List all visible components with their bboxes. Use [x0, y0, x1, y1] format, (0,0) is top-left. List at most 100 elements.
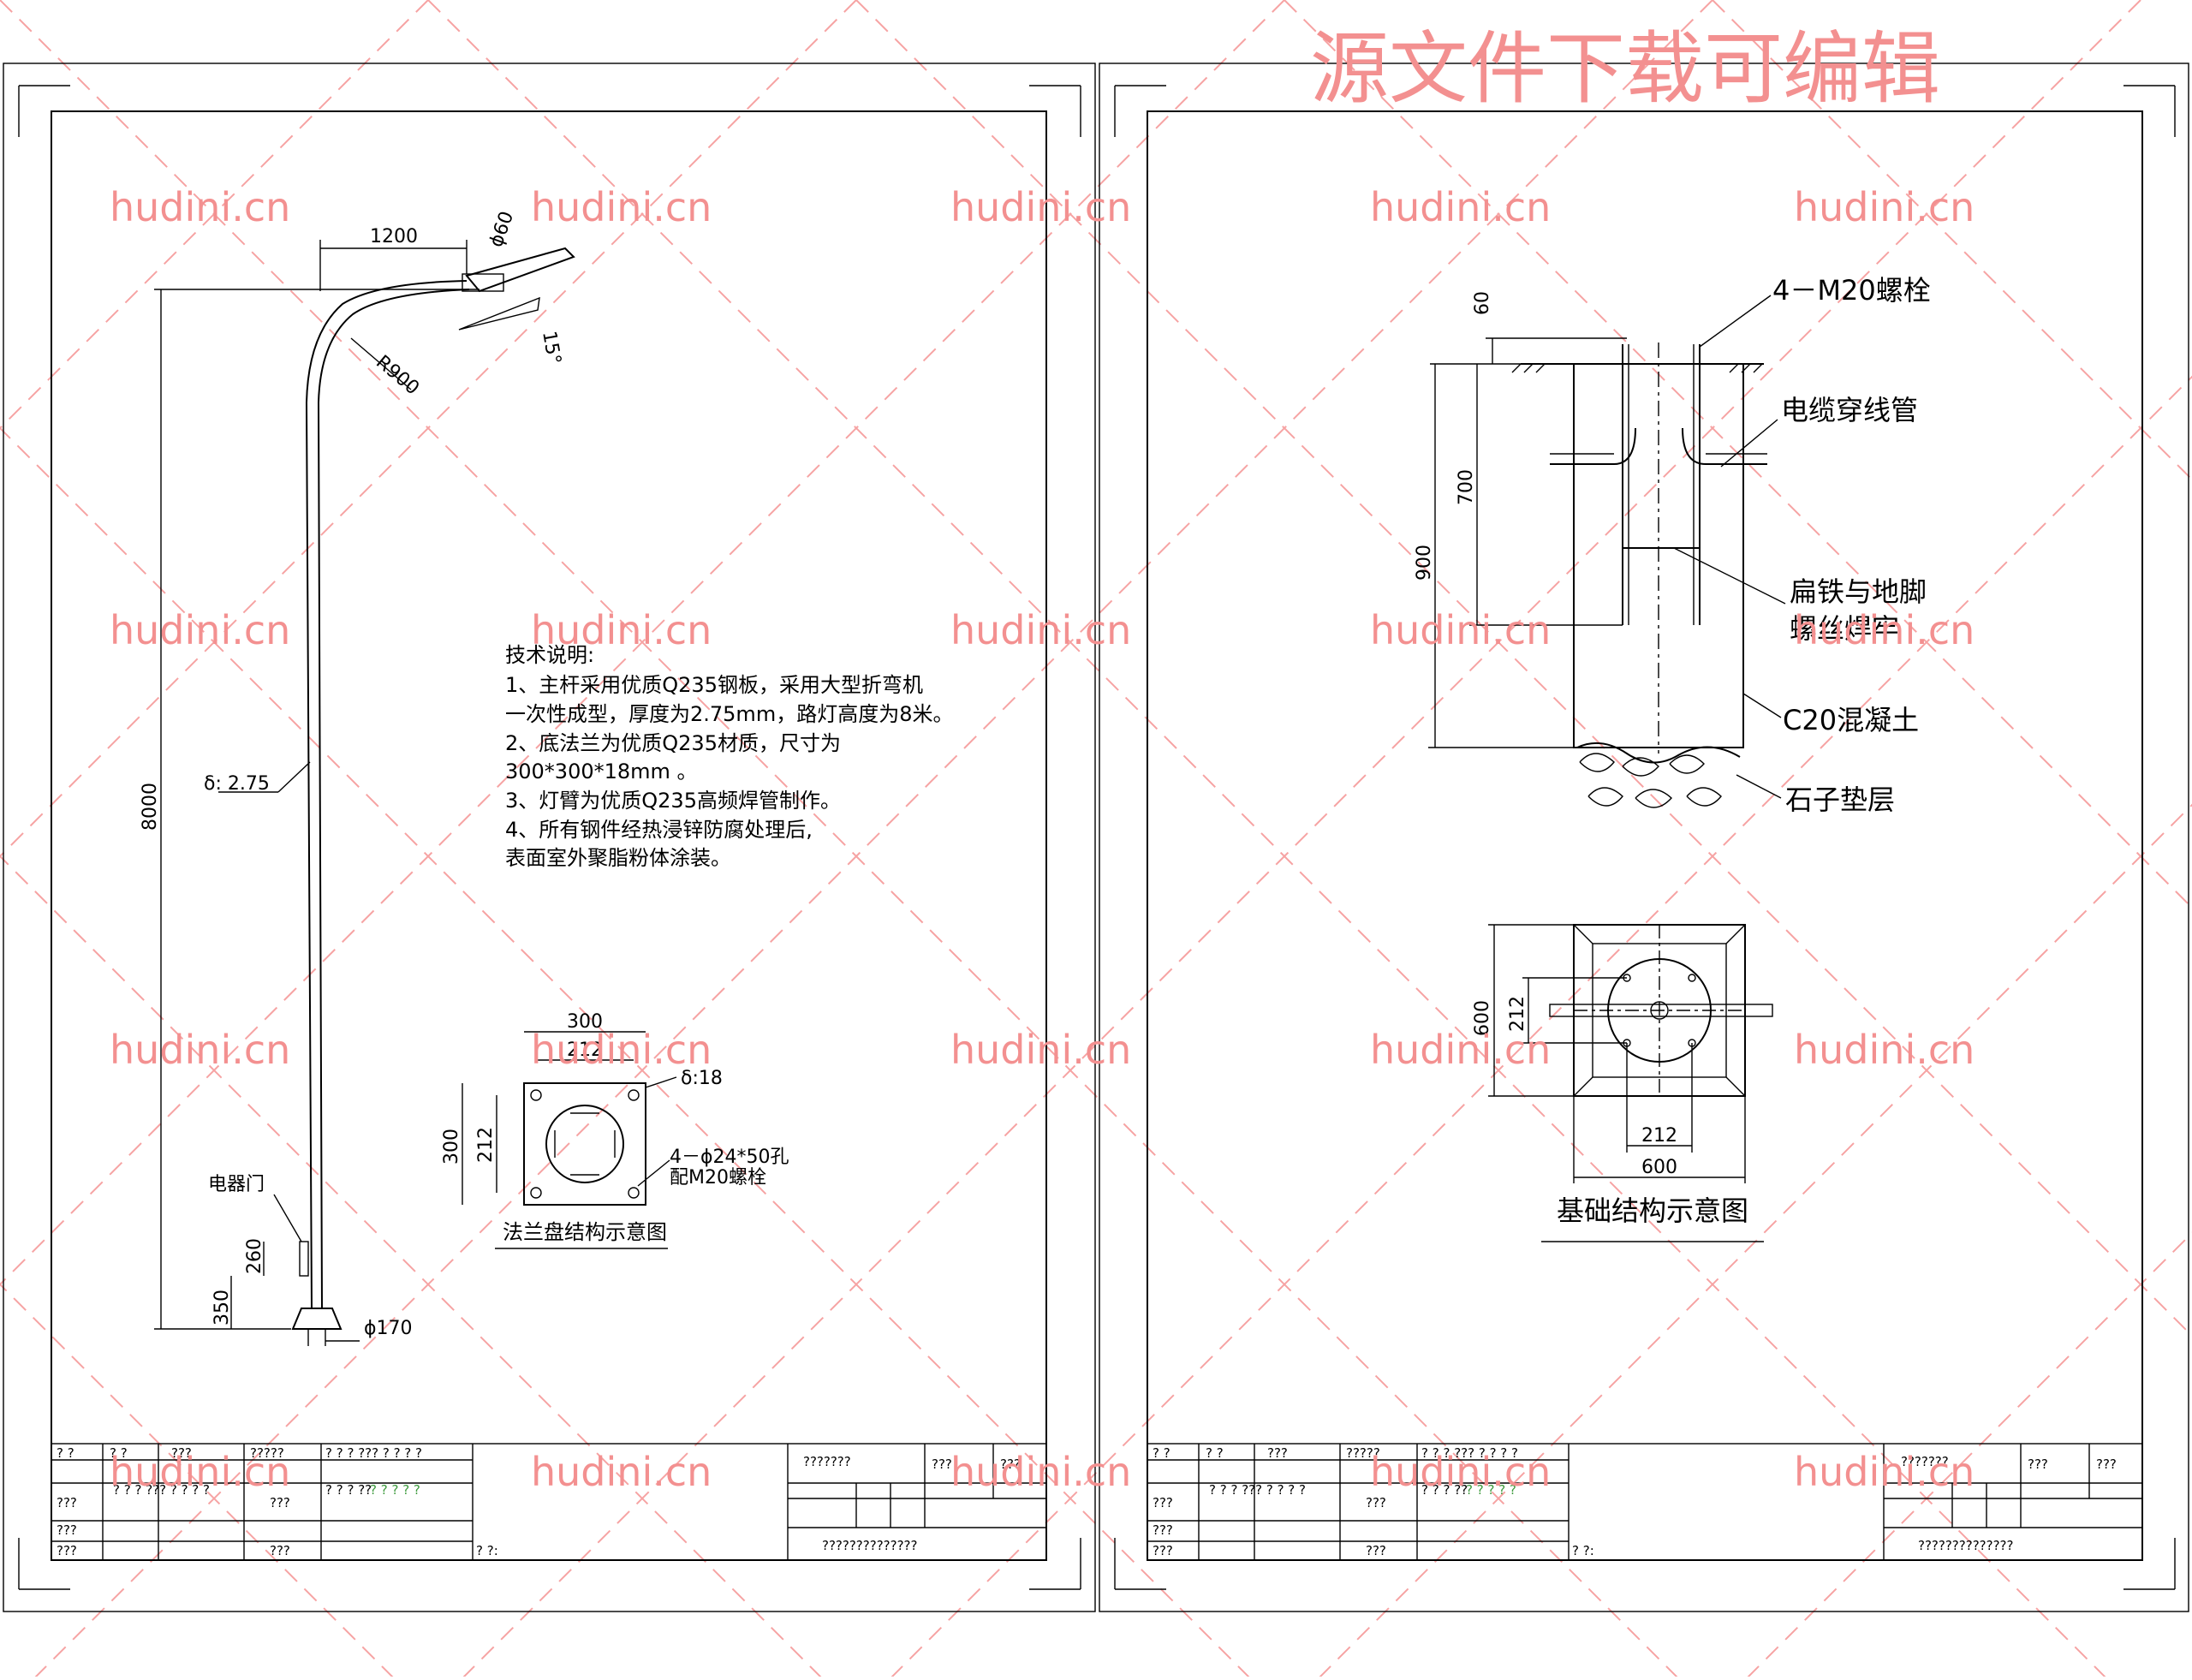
tb-left-p: ? ?: — [476, 1543, 498, 1558]
watermark-banner: 源文件下载可编辑 — [1310, 23, 1940, 115]
foundation-plan: 600 212 212 600 基础结构示意图 — [1472, 924, 1773, 1242]
tb-left-l: ? ? ? ?? — [325, 1482, 372, 1498]
plan-dim-height: 600 — [1472, 1000, 1493, 1036]
label-weld-2: 螺丝焊牢 — [1790, 612, 1899, 645]
watermark-r3c1: hudini.cn — [110, 1027, 290, 1073]
tb-right-i: ??? — [1153, 1495, 1173, 1510]
notes-line-5: 3、灯臂为优质Q235高频焊管制作。 — [505, 789, 841, 813]
notes-line-7: 表面室外聚脂粉体涂装。 — [505, 846, 731, 870]
tb-right-q: ?????????????? — [1918, 1538, 2013, 1553]
watermark-r1c3: hudini.cn — [950, 184, 1131, 230]
flange-holes-1: 4－ϕ24*50孔 — [670, 1147, 789, 1168]
tb-left-n: ??? — [57, 1543, 77, 1558]
tb-right-h: ??? — [2096, 1457, 2117, 1472]
tb-right-n: ??? — [1153, 1543, 1173, 1558]
tb-left-m: ??? — [57, 1522, 77, 1538]
watermark-r3c5: hudini.cn — [1794, 1027, 1975, 1073]
dim-base-dia: ϕ170 — [364, 1318, 413, 1339]
tb-left-a: ? ? — [57, 1445, 74, 1461]
tb-right-b: ? ? — [1206, 1445, 1224, 1461]
notes-line-3: 2、底法兰为优质Q235材质，尺寸为 — [505, 731, 841, 755]
plan-dim-width: 600 — [1641, 1157, 1677, 1178]
dim-radius: R900 — [372, 351, 423, 399]
watermark-r4c4: hudini.cn — [1370, 1449, 1551, 1495]
dim-base-gap: 350 — [211, 1290, 233, 1326]
foundation-section: 60 700 900 4－M20螺栓 电缆穿线管 扁铁与地脚 螺丝焊牢 C20混… — [1414, 274, 1931, 816]
label-bolts: 4－M20螺栓 — [1772, 274, 1931, 307]
tb-left-b: ? ? — [110, 1445, 128, 1461]
flange-plate: 300 212 δ:18 300 212 4－ϕ24*50孔 配M20螺栓 法兰… — [441, 1011, 789, 1249]
flange-dim-width: 300 — [567, 1011, 603, 1033]
tb-right-k: ??? — [1366, 1495, 1386, 1510]
dim-angle: 15° — [538, 330, 564, 366]
notes-line-1: 1、主杆采用优质Q235钢板，采用大型折弯机 — [505, 673, 923, 697]
watermark-r2c2: hudini.cn — [531, 607, 712, 653]
watermark-r1c1: hudini.cn — [110, 184, 290, 230]
label-door: 电器门 — [208, 1174, 265, 1195]
flange-caption: 法兰盘结构示意图 — [503, 1220, 667, 1244]
flange-dim-height-inner: 212 — [475, 1127, 497, 1163]
tb-left-k: ??? — [270, 1495, 290, 1510]
tb-right-l-green: ? ? ? ? ? — [1466, 1482, 1516, 1498]
notes-line-2: 一次性成型，厚度为2.75mm，路灯高度为8米。 — [505, 702, 953, 726]
dim-door: 260 — [244, 1238, 265, 1274]
notes-line-6: 4、所有钢件经热浸锌防腐处理后, — [505, 818, 813, 842]
watermark-r1c5: hudini.cn — [1794, 184, 1975, 230]
notes-title: 技术说明: — [505, 643, 594, 667]
plan-dim-inner-h: 212 — [1641, 1125, 1677, 1147]
tb-left-q: ?????????????? — [822, 1538, 917, 1553]
watermark-r4c2: hudini.cn — [531, 1449, 712, 1495]
watermark-text: 源文件下载可编辑 hudini.cn hudini.cn hudini.cn h… — [110, 23, 1975, 1495]
tb-left-h: ??? — [1000, 1457, 1021, 1472]
tb-left-c: ??? — [171, 1445, 192, 1461]
tb-right-f: ??????? — [1901, 1454, 1949, 1469]
dim-arm-length: 1200 — [370, 226, 418, 247]
plan-dim-inner-v: 212 — [1507, 996, 1528, 1032]
watermark-r1c4: hudini.cn — [1370, 184, 1551, 230]
title-block-right: ? ? ? ? ??? ????? ? ? ? ??? ? ? ? ? ????… — [1147, 1443, 2143, 1561]
watermark-r3c3: hudini.cn — [950, 1027, 1131, 1073]
label-conduit: 电缆穿线管 — [1781, 394, 1918, 426]
tb-right-m: ??? — [1153, 1522, 1173, 1538]
found-dim-depth: 900 — [1414, 545, 1435, 581]
label-concrete: C20混凝土 — [1783, 704, 1919, 736]
flange-dim-inner: 212 — [567, 1040, 603, 1061]
flange-dim-thickness: δ:18 — [681, 1068, 723, 1089]
watermark-r3c2: hudini.cn — [531, 1027, 712, 1073]
tb-left-o: ??? — [270, 1543, 290, 1558]
found-dim-mid: 700 — [1456, 469, 1477, 505]
dim-thickness: δ: 2.75 — [204, 773, 270, 795]
tb-right-j: ? ? ? ??? ? ? ? ? — [1209, 1482, 1306, 1498]
found-dim-top: 60 — [1472, 291, 1493, 315]
tb-right-p: ? ?: — [1572, 1543, 1594, 1558]
tech-notes: 技术说明: 1、主杆采用优质Q235钢板，采用大型折弯机 一次性成型，厚度为2.… — [505, 643, 953, 870]
pole-elevation: 1200 ϕ60 15° R900 8000 δ: 2.75 电器门 260 3… — [140, 209, 575, 1346]
watermark-r2c5: hudini.cn — [1794, 607, 1975, 653]
watermark-r2c4: hudini.cn — [1370, 607, 1551, 653]
dim-height: 8000 — [140, 783, 161, 831]
label-weld-1: 扁铁与地脚 — [1790, 575, 1927, 608]
tb-right-e: ? ? ? ??? ? ? ? ? — [1421, 1445, 1518, 1461]
notes-line-4: 300*300*18mm 。 — [505, 760, 698, 783]
tb-left-l-green: ? ? ? ? ? — [370, 1482, 420, 1498]
watermark-r1c2: hudini.cn — [531, 184, 712, 230]
tb-left-d: ????? — [250, 1445, 284, 1461]
tb-left-f: ??????? — [803, 1454, 851, 1469]
flange-holes-2: 配M20螺栓 — [670, 1167, 766, 1189]
flange-dim-height: 300 — [441, 1129, 462, 1165]
watermark-r2c3: hudini.cn — [950, 607, 1131, 653]
watermark-r2c1: hudini.cn — [110, 607, 290, 653]
dim-tube-dia: ϕ60 — [485, 209, 518, 251]
tb-right-o: ??? — [1366, 1543, 1386, 1558]
watermark-r4c3: hudini.cn — [950, 1449, 1131, 1495]
tb-left-g: ??? — [932, 1457, 952, 1472]
tb-right-c: ??? — [1267, 1445, 1288, 1461]
watermark-r4c1: hudini.cn — [110, 1449, 290, 1495]
label-gravel: 石子垫层 — [1785, 783, 1895, 816]
tb-right-d: ????? — [1346, 1445, 1380, 1461]
title-block-left: ? ? ? ? ??? ????? ? ? ? ??? ? ? ? ? ????… — [51, 1443, 1047, 1561]
watermark-r3c4: hudini.cn — [1370, 1027, 1551, 1073]
